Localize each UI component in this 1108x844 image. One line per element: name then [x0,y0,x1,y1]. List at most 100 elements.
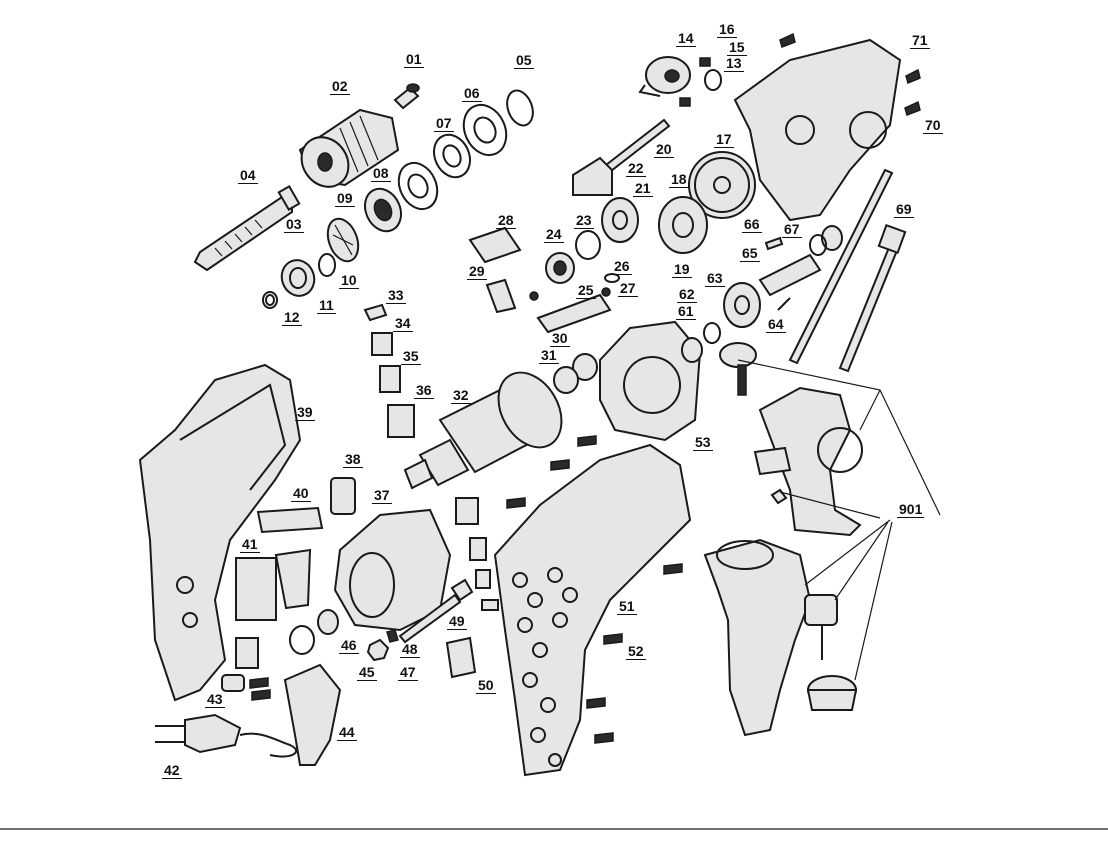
callout-71: 71 [910,32,930,49]
part-bearing-67 [809,225,843,256]
callout-49: 49 [447,613,467,630]
part-screw-27 [601,287,611,297]
callout-25: 25 [576,282,596,299]
part-block-50 [445,636,477,679]
part-switch-25 [536,293,612,334]
callout-42: 42 [162,762,182,779]
callout-19: 19 [672,261,692,278]
part-spindle [193,184,301,272]
part-washer-26 [604,273,620,283]
callout-70: 70 [923,117,943,134]
part-screws-43 [249,677,271,701]
callout-14: 14 [676,30,696,47]
callout-32: 32 [451,387,471,404]
part-connector-b [469,537,487,561]
callout-23: 23 [574,212,594,229]
callout-65: 65 [740,245,760,262]
part-clutch-18 [658,196,708,254]
part-holder-36 [387,404,415,438]
part-ratchet-09 [326,217,360,263]
part-pin-16 [699,57,711,67]
callout-05: 05 [514,52,534,69]
part-bearing-31 [553,366,579,394]
part-washer-06 [462,103,508,157]
part-bracket-22 [572,156,613,196]
callout-52: 52 [626,643,646,660]
callout-35: 35 [401,348,421,365]
callout-34: 34 [393,315,413,332]
part-bearing-08 [364,187,402,233]
part-bearing-plate-14 [638,56,691,97]
part-clamp-43 [221,674,245,692]
callout-41: 41 [240,536,260,553]
callout-40: 40 [291,485,311,502]
callout-01: 01 [404,51,424,68]
callout-20: 20 [654,141,674,158]
part-spring-38 [330,477,356,515]
part-gear-housing-53 [599,320,702,442]
part-bolt-49 [398,578,474,644]
part-brush-35 [379,365,401,393]
part-nut-47 [366,638,390,662]
part-screw-48 [386,629,399,643]
callout-67: 67 [782,221,802,238]
callout-30: 30 [550,330,570,347]
part-aux-handle-901 [703,342,941,737]
callout-29: 29 [467,263,487,280]
callout-08: 08 [371,165,391,182]
part-brush-34 [371,332,393,356]
part-front-housing-71 [733,38,902,222]
part-washer-07 [433,133,471,179]
part-screws-70 [779,32,921,116]
part-switch-41 [235,548,312,621]
part-key-64 [777,297,791,311]
callout-10: 10 [339,272,359,289]
callout-51: 51 [617,598,637,615]
callout-02: 02 [330,78,350,95]
callout-61: 61 [676,303,696,320]
callout-15: 15 [727,39,747,56]
part-spring-12 [262,291,278,309]
callout-901: 901 [897,501,925,518]
callout-69: 69 [894,201,914,218]
callout-24: 24 [544,226,564,243]
callout-44: 44 [337,724,357,741]
callout-45: 45 [357,664,377,681]
callout-11: 11 [317,297,336,314]
part-bearing-30 [572,353,598,381]
part-armature-32 [403,371,563,490]
part-screw-01 [393,83,420,110]
part-cord-guard-44 [283,663,342,766]
callout-06: 06 [462,85,482,102]
callout-26: 26 [612,258,632,275]
callout-43: 43 [205,691,225,708]
part-washer-08b [397,161,439,211]
callout-28: 28 [496,212,516,229]
callout-03: 03 [284,216,304,233]
part-plate-40 [256,506,324,534]
part-brush-33 [363,303,388,322]
part-brush-28 [468,226,522,264]
part-housing-half-39 [138,363,302,702]
part-shaft-65 [758,253,822,297]
callout-66: 66 [742,216,762,233]
part-housing-half-51 [493,443,692,777]
part-screw-b [529,291,539,301]
part-ring-62 [703,322,721,344]
callout-04: 04 [238,167,258,184]
part-bearing-61 [681,337,703,363]
callout-09: 09 [335,190,355,207]
callout-31: 31 [539,347,559,364]
part-depth-rod-69 [788,168,894,365]
part-ratchet-11 [280,259,316,297]
callout-62: 62 [677,286,697,303]
callout-50: 50 [476,677,496,694]
callout-21: 21 [633,180,653,197]
callout-63: 63 [705,270,725,287]
callout-27: 27 [618,280,638,297]
callout-46: 46 [339,637,359,654]
callout-37: 37 [372,487,392,504]
part-ring-13 [704,69,722,91]
